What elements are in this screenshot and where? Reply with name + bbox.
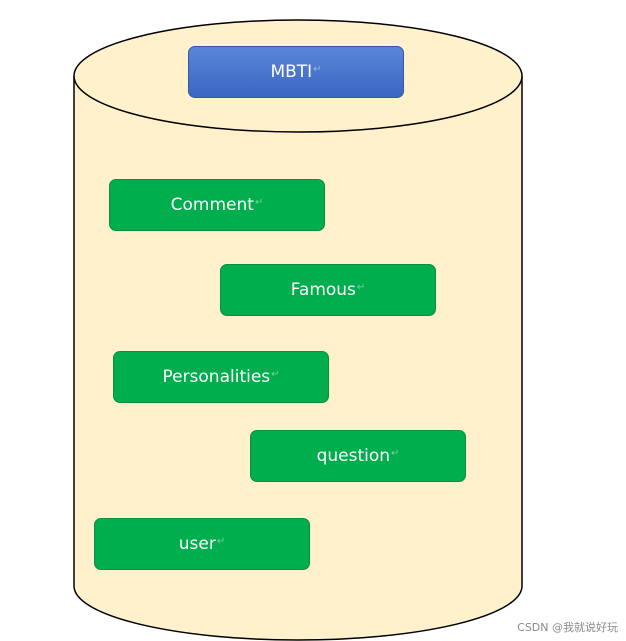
return-mark-icon: ↵ — [216, 535, 226, 547]
table-label: Famous — [290, 280, 356, 300]
table-label: Personalities — [162, 367, 271, 387]
database-name-label: MBTI — [270, 62, 313, 82]
table-box-question: question↵ — [250, 430, 466, 482]
table-label: user — [178, 534, 216, 554]
table-box-famous: Famous↵ — [220, 264, 436, 316]
table-label: Comment — [170, 195, 254, 215]
table-box-personalities: Personalities↵ — [113, 351, 329, 403]
return-mark-icon: ↵ — [356, 281, 366, 293]
return-mark-icon: ↵ — [313, 63, 322, 75]
table-box-user: user↵ — [94, 518, 310, 570]
return-mark-icon: ↵ — [254, 196, 264, 208]
watermark: CSDN @我就说好玩 — [517, 621, 618, 634]
table-box-comment: Comment↵ — [109, 179, 325, 231]
return-mark-icon: ↵ — [271, 368, 280, 380]
database-name-box: MBTI↵ — [188, 46, 404, 98]
return-mark-icon: ↵ — [391, 447, 400, 459]
table-label: question — [316, 446, 391, 466]
